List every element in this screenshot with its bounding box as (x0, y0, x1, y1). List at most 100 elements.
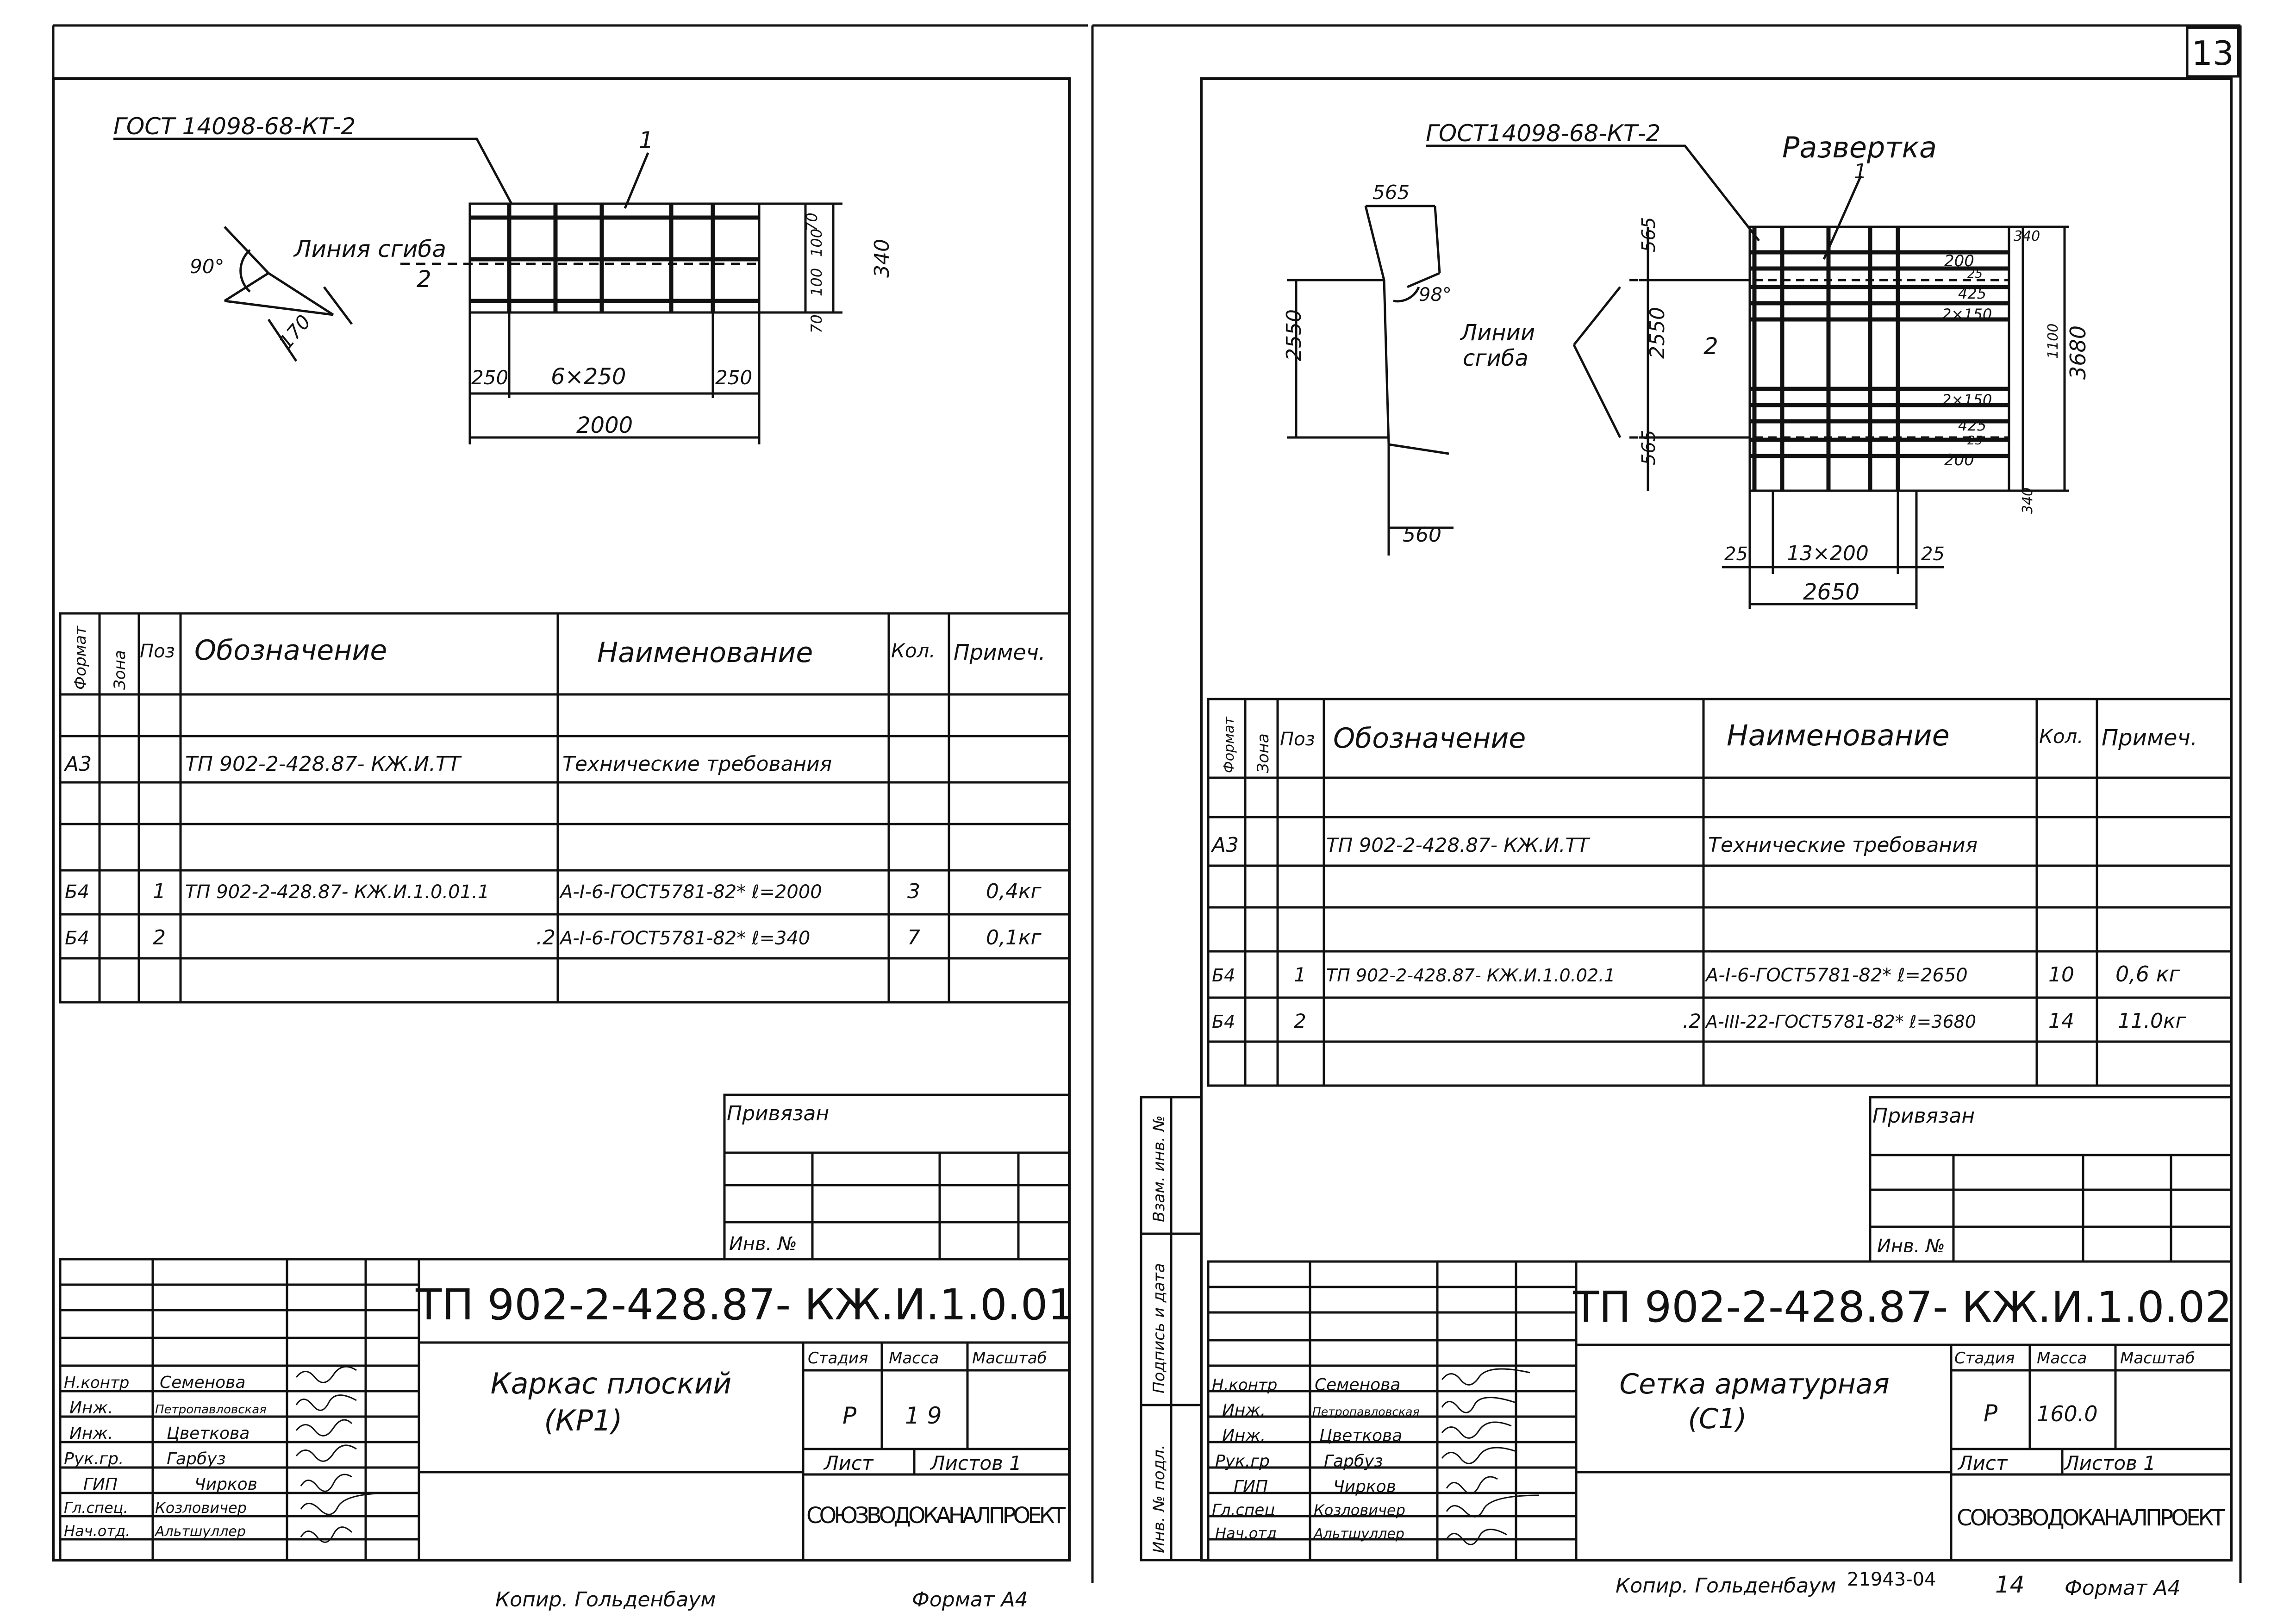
right-drawing: ГОСТ14098-68-КТ-2 Развертка 1 2 Линии сг… (1282, 120, 2090, 609)
row2-name: А-I-6-ГОСТ5781-82* ℓ=2000 (559, 881, 822, 903)
title-line1: Каркас плоский (491, 1367, 732, 1400)
r-role-2: Инж. (1222, 1426, 1266, 1445)
dim-100b: 100 (808, 268, 825, 296)
dim-2000: 2000 (576, 412, 633, 438)
r-row2-format: Б4 (1212, 965, 1235, 986)
r-name-5: Козловичер (1314, 1501, 1405, 1519)
r-hdr-pos: Поз (1280, 729, 1315, 750)
row2-qty: 3 (907, 880, 920, 903)
angle-label: 90° (190, 255, 224, 278)
side-label-0: Взам. инв. № (1150, 1115, 1168, 1222)
r-role-0: Н.контр (1212, 1376, 1277, 1394)
r-row2-name: А-I-6-ГОСТ5781-82* ℓ=2650 (1704, 965, 1968, 986)
dim-6x250: 6×250 (551, 364, 626, 390)
row3-designation: .2 (536, 926, 555, 949)
r-row1-name: Технические требования (1708, 833, 1978, 857)
dim-13x200: 13×200 (1787, 542, 1869, 565)
rdim-8: 25 (1967, 434, 1983, 448)
pos2-label: 2 (417, 266, 431, 293)
page-number: 13 (2191, 34, 2234, 73)
r-footer-sheet: 14 (1995, 1571, 2025, 1598)
r-role-5: Гл.спец (1212, 1501, 1275, 1519)
fold-lines-1: Линии (1460, 320, 1535, 346)
dim-70b: 70 (808, 314, 825, 333)
r-name-1: Петропавловская (1312, 1405, 1420, 1418)
r-sheet-label: Лист (1957, 1452, 2008, 1474)
r-row2-pos: 1 (1294, 963, 1306, 986)
footer-format: Формат А4 (912, 1588, 1028, 1612)
title-line2: (КР1) (544, 1404, 622, 1437)
r-footer-copy: Копир. Гольденбаум (1616, 1574, 1836, 1598)
name-2: Цветкова (167, 1424, 250, 1443)
hdr-designation: Обозначение (194, 634, 387, 667)
fold-lines-2: сгиба (1463, 345, 1529, 371)
hdr-name: Наименование (597, 637, 813, 669)
row3-format: Б4 (65, 928, 89, 949)
rdim-4: 2×150 (1942, 306, 1992, 323)
r-hdr-format: Формат (1221, 716, 1237, 773)
r-title-line2: (С1) (1688, 1403, 1747, 1435)
r-mass-value: 160.0 (2037, 1401, 2098, 1426)
gost-label: ГОСТ 14098-68-КТ-2 (113, 113, 356, 140)
role-1: Инж. (69, 1399, 113, 1418)
r-row3-pos: 2 (1294, 1010, 1306, 1032)
r-row1-format: А3 (1210, 833, 1239, 857)
name-3: Гарбуз (167, 1449, 226, 1468)
hdr-pos: Поз (140, 641, 175, 662)
r-scale-label: Масштаб (2120, 1349, 2195, 1368)
r-role-4: ГИП (1234, 1477, 1268, 1496)
r-row1-designation: ТП 902-2-428.87- КЖ.И.ТТ (1326, 834, 1591, 856)
left-titleblock: Привязан Инв. № ТП 902-2-428.87- КЖ.И.1.… (64, 1102, 1075, 1612)
r-role-6: Нач.отд (1215, 1524, 1277, 1542)
row1-format: А3 (63, 752, 92, 776)
role-6: Нач.отд. (64, 1522, 130, 1540)
r-pos1-label: 1 (1854, 160, 1867, 183)
hdr-format: Формат (71, 625, 90, 690)
r-hdr-qty: Кол. (2039, 725, 2084, 748)
row3-name: А-I-6-ГОСТ5781-82* ℓ=340 (559, 928, 810, 949)
r-role-1: Инж. (1222, 1401, 1266, 1420)
doc-code: ТП 902-2-428.87- КЖ.И.1.0.01 (415, 1280, 1075, 1330)
dim-3680: 3680 (2065, 325, 2090, 380)
row3-qty: 7 (907, 926, 920, 949)
r-row2-note: 0,6 кг (2115, 962, 2181, 987)
r-name-4: Чирков (1333, 1477, 1396, 1496)
left-spec-table-lines (59, 612, 1071, 1004)
r-gost-label: ГОСТ14098-68-КТ-2 (1426, 120, 1660, 147)
r-mass-label: Масса (2037, 1349, 2087, 1368)
role-2: Инж. (69, 1424, 113, 1443)
r-footer-format: Формат А4 (2065, 1576, 2181, 1600)
dim-250a: 250 (471, 366, 508, 389)
hdr-note: Примеч. (954, 640, 1046, 665)
rdim-7: 425 (1958, 417, 1986, 434)
side-label-2: Инв. № подл. (1150, 1444, 1168, 1553)
r-pos2-label: 2 (1703, 333, 1718, 360)
r-title-line1: Сетка арматурная (1619, 1368, 1889, 1400)
dim-250b: 250 (715, 366, 752, 389)
left-titleblock-lines (59, 1093, 1071, 1562)
hdr-qty: Кол. (891, 639, 936, 662)
r-hdr-note: Примеч. (2102, 725, 2197, 751)
left-spec-table: Формат Зона Поз Обозначение Наименование… (63, 625, 1046, 949)
footer-copy: Копир. Гольденбаум (495, 1588, 716, 1612)
r-name-0: Семенова (1315, 1375, 1400, 1394)
r-stage-label: Стадия (1954, 1349, 2015, 1368)
side-label-1: Подпись и дата (1150, 1263, 1168, 1393)
r-inv-label: Инв. № (1877, 1236, 1945, 1257)
role-5: Гл.спец. (64, 1499, 128, 1517)
sheets-label: Листов 1 (930, 1452, 1022, 1474)
name-4: Чирков (194, 1475, 257, 1494)
fold-line-label: Линия сгиба (293, 236, 446, 262)
r-sheets-label: Листов 1 (2064, 1452, 2156, 1474)
dim-560: 560 (1403, 523, 1441, 547)
dim-2650: 2650 (1803, 579, 1859, 605)
row3-pos: 2 (153, 926, 166, 949)
r-name-6: Альтшуллер (1313, 1526, 1404, 1542)
r-row2-qty: 10 (2048, 963, 2074, 987)
r-row3-note: 11.0кг (2118, 1009, 2187, 1033)
role-0: Н.контр (64, 1374, 129, 1392)
dim-565-v2: 565 (1638, 430, 1660, 465)
row3-note: 0,1кг (986, 926, 1042, 949)
right-side-strip (1140, 1096, 1203, 1562)
